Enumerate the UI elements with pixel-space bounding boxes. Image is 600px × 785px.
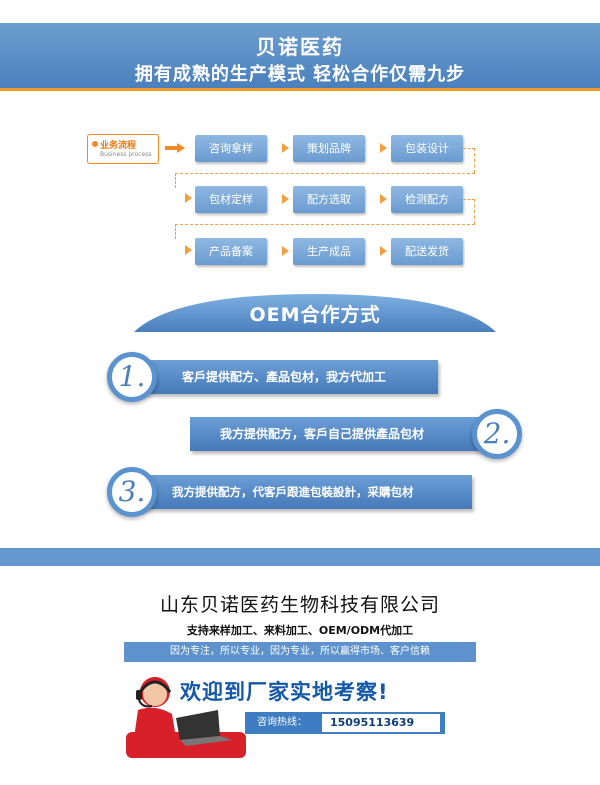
step-material-sample: 包材定样 — [195, 186, 267, 213]
connector-line — [175, 224, 475, 239]
header-banner: 贝诺医药 拥有成熟的生产模式 轻松合作仅需九步 — [0, 23, 600, 91]
slogan-bar: 因为专注，所以专业，因为专业，所以赢得市场、客户信赖 — [124, 642, 476, 662]
arrow-icon — [185, 245, 192, 255]
step-product-filing: 产品备案 — [195, 238, 267, 265]
oem-title: OEM合作方式 — [249, 304, 381, 326]
arrow-icon — [380, 246, 387, 256]
orange-arrow-icon — [165, 143, 185, 153]
process-tag-cn: 业务流程 — [100, 141, 137, 151]
step-production: 生产成品 — [293, 238, 365, 265]
connector-line — [463, 199, 475, 224]
page-subtitle: 拥有成熟的生产模式 轻松合作仅需九步 — [134, 64, 466, 85]
arrow-icon — [380, 143, 387, 153]
page-title: 贝诺医药 — [256, 35, 344, 59]
option-number-1: 1. — [107, 352, 157, 402]
process-tag-en: Business process — [100, 151, 152, 158]
support-text: 支持来样加工、来料加工、OEM/ODM代加工 — [186, 624, 414, 637]
option-number-3: 3. — [107, 467, 157, 517]
step-package-design: 包装设计 — [391, 135, 463, 162]
bullet-icon — [92, 141, 98, 147]
arrow-icon — [282, 143, 289, 153]
connector-line — [175, 173, 475, 188]
oem-option-1: 客戶提供配方、產品包材，我方代加工 — [140, 360, 438, 394]
welcome-text: 欢迎到厂家实地考察! — [180, 680, 389, 704]
step-formula-testing: 检测配方 — [391, 186, 463, 213]
option-number-2: 2. — [472, 409, 522, 459]
step-consult: 咨询拿样 — [195, 135, 267, 162]
arrow-icon — [185, 193, 192, 203]
step-delivery: 配送发货 — [391, 238, 463, 265]
arrow-icon — [282, 194, 289, 204]
oem-banner-shape — [134, 294, 496, 332]
step-formula-selection: 配方选取 — [293, 186, 365, 213]
hotline-number[interactable]: 15095113639 — [322, 714, 440, 732]
business-process-tag: 业务流程 Business process — [87, 134, 159, 164]
arrow-icon — [282, 246, 289, 256]
oem-option-3: 我方提供配方，代客戶跟進包裝設計，采購包材 — [140, 475, 472, 509]
arrow-icon — [380, 194, 387, 204]
connector-line — [463, 148, 475, 173]
company-name: 山东贝诺医药生物科技有限公司 — [159, 594, 440, 616]
step-brand-planning: 策划品牌 — [293, 135, 365, 162]
footer-divider — [0, 548, 600, 566]
oem-option-2: 我方提供配方，客戶自己提供產品包材 — [190, 417, 488, 451]
customer-service-illustration — [126, 677, 246, 758]
